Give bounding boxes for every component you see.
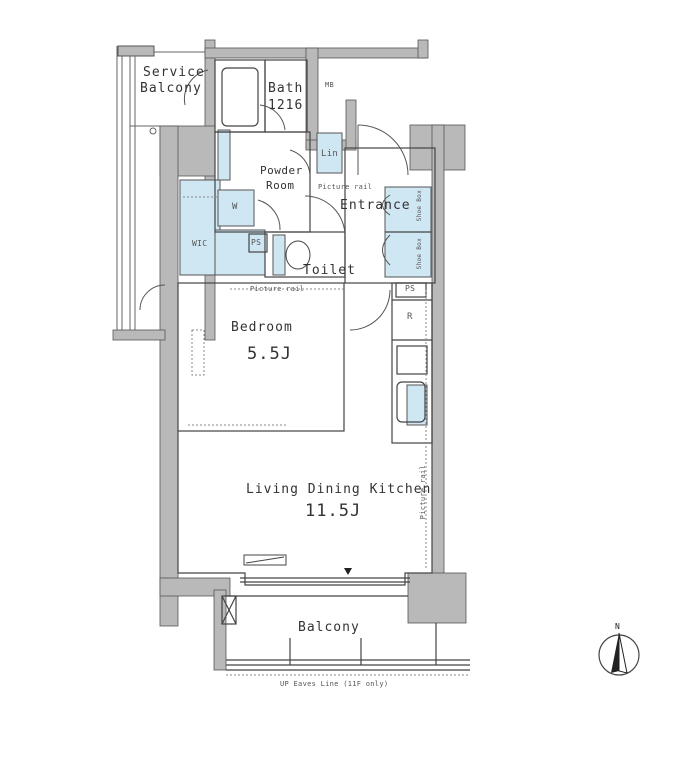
picture-rail-label-2: Picture rail [250,285,305,293]
bedroom-furniture-outline [191,329,205,376]
service-balcony-structure [116,45,205,330]
picture-rail-label-1: Picture rail [318,183,373,191]
door-swings [139,69,409,331]
ps-upper-label: PS [251,238,262,247]
powder-room-label-2: Room [266,179,295,192]
service-balcony-label-2: Balcony [140,81,202,96]
ps-lower-label: PS [405,284,416,293]
compass-north-label: N [615,622,621,631]
powder-room-label: Powder [260,164,303,177]
ldk-furniture [243,554,287,566]
lin-label: Lin [321,149,339,159]
mb-label: MB [325,81,335,89]
w-label: W [232,202,238,212]
interior-walls [177,59,470,671]
ldk-label: Living Dining Kitchen [246,482,432,497]
bedroom-label: Bedroom [231,320,293,335]
entrance-label: Entrance [340,198,411,213]
toilet-icon [285,240,311,270]
shoe-box-label-1: Shoe Box [416,190,423,222]
toilet-label: Toilet [303,263,356,278]
picture-rails [183,196,427,570]
service-balcony-label: Service [143,65,205,80]
shoe-box-label-2: Shoe Box [416,238,423,270]
compass-icon [598,632,640,676]
picture-rail-label-3: Picture rail [419,465,427,520]
entry-marker-icon [344,568,352,575]
refrigerator-label: R [407,312,413,322]
bedroom-size: 5.5J [247,344,292,364]
bath-size: 1216 [268,98,304,113]
wic-label: WIC [192,239,208,248]
balcony-label: Balcony [298,620,360,635]
ldk-size: 11.5J [305,501,362,521]
bath-label: Bath [268,81,304,96]
eaves-line-label: UP Eaves Line (11F only) [280,680,389,688]
